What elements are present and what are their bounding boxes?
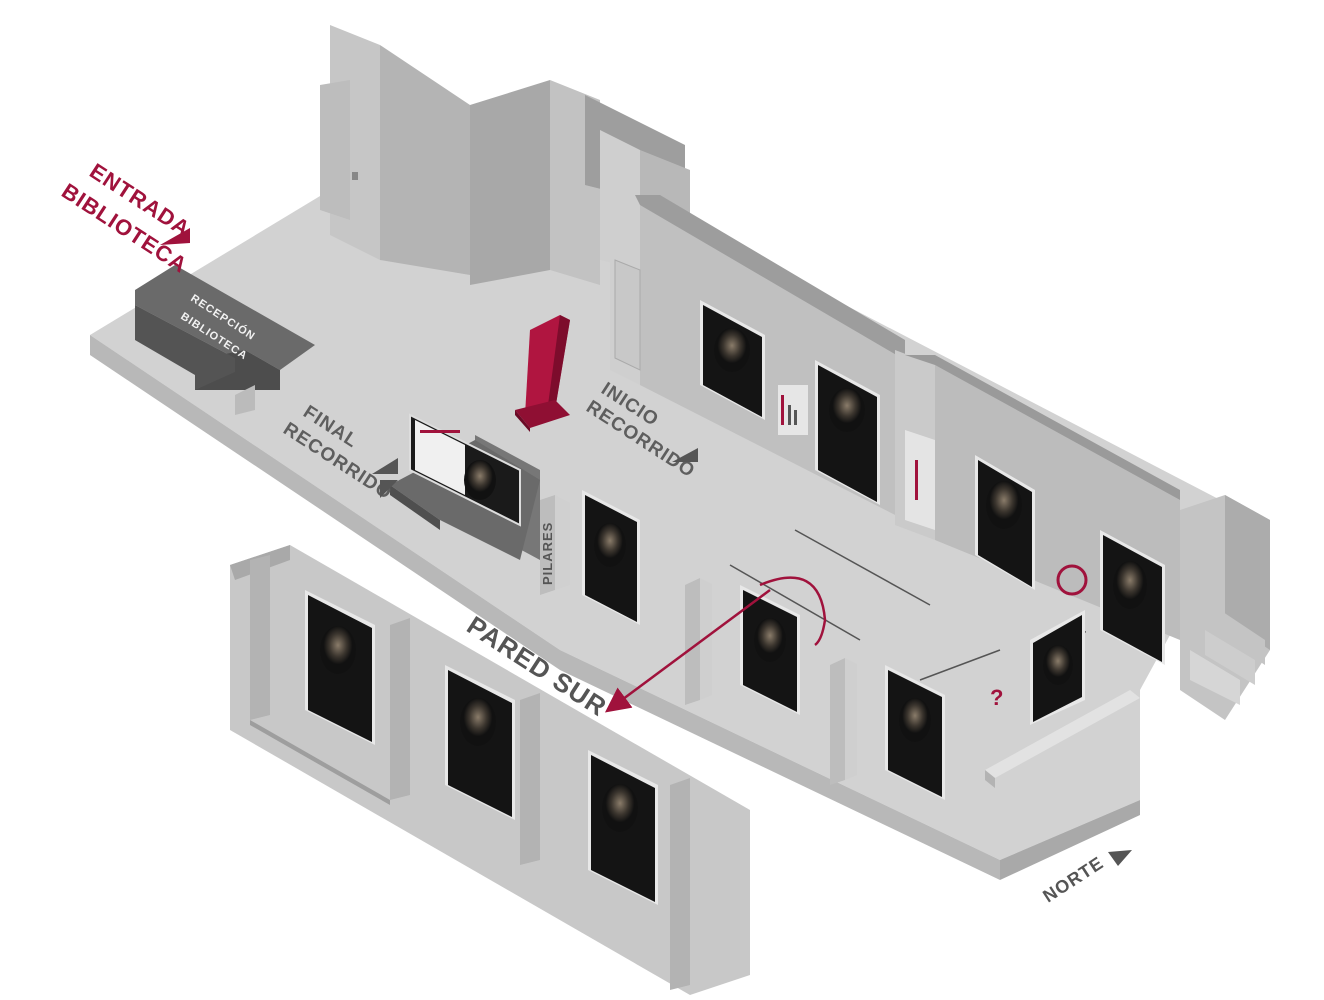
north-portraits [700, 300, 1165, 665]
floor [90, 190, 1230, 880]
svg-text:?: ? [990, 685, 1003, 710]
final-arrow-icon [372, 458, 398, 474]
info-panels: ʇ ? [778, 385, 1088, 710]
video-screen [390, 413, 540, 560]
door-handle-icon [352, 172, 358, 180]
pared-sur-wall [230, 545, 750, 995]
route-lines [604, 529, 1001, 713]
corridor-pillars [685, 578, 1085, 800]
reception-desk: RECEPCIÓN BIBLIOTECA [135, 265, 315, 390]
pilares-label: PILARES [540, 522, 555, 585]
route-arrow [604, 588, 771, 713]
entrada-arrow-icon [160, 228, 190, 245]
norte-label: NORTE [1039, 853, 1107, 907]
pilares-column: PILARES [540, 495, 570, 595]
final-arrow-icon-2 [380, 480, 398, 498]
inicio-arrow-icon [672, 448, 698, 462]
north-wall [610, 195, 1270, 720]
norte-arrow-icon [1108, 850, 1132, 866]
red-totem [515, 315, 570, 432]
